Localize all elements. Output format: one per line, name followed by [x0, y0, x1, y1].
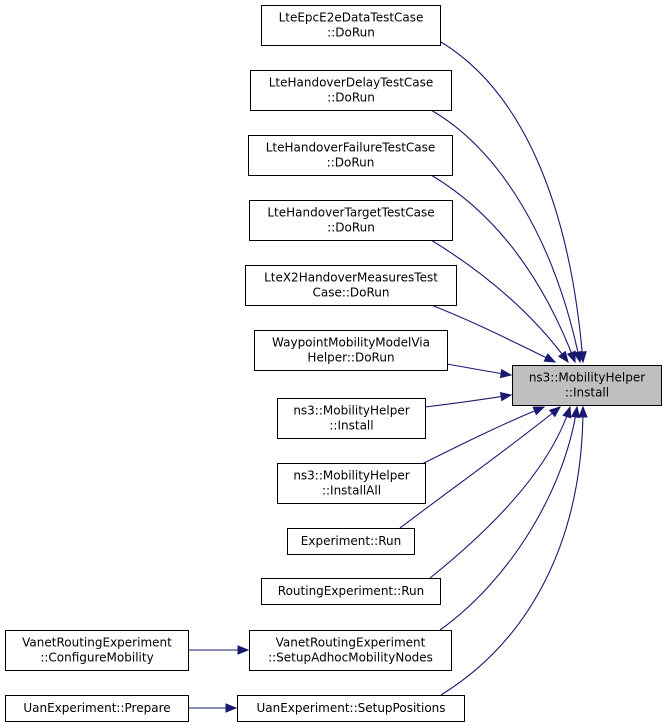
node-label-line: LteHandoverDelayTestCase — [269, 76, 434, 90]
node-label-line: VanetRoutingExperiment — [276, 636, 426, 650]
node-label-line: ::DoRun — [327, 91, 375, 105]
edge-line — [424, 394, 512, 408]
arrowhead-icon — [543, 353, 557, 363]
node-uan-prepare[interactable]: UanExperiment::Prepare — [5, 695, 189, 722]
node-label-line: ns3::MobilityHelper — [293, 469, 409, 483]
arrowhead-icon — [578, 405, 588, 418]
edge-line — [429, 406, 571, 579]
arrowhead-icon — [225, 703, 238, 713]
node-label-line: ::DoRun — [327, 221, 375, 235]
node-box — [245, 265, 457, 306]
edge-lte-x2-measures — [430, 304, 557, 363]
node-label-line: UanExperiment::Prepare — [23, 701, 170, 715]
node-mobility-installall[interactable]: ns3::MobilityHelper::InstallAll — [277, 463, 426, 504]
edge-line — [430, 109, 581, 363]
arrowhead-icon — [566, 350, 576, 364]
edge-uan-setup — [440, 405, 588, 696]
node-label-line: ::SetupAdhocMobilityNodes — [268, 651, 433, 665]
node-box — [512, 365, 662, 406]
node-box — [250, 70, 452, 111]
node-uan-setup[interactable]: UanExperiment::SetupPositions — [237, 695, 465, 722]
arrowhead-icon — [532, 406, 546, 416]
edge-experiment-run — [399, 406, 562, 529]
node-box — [277, 463, 426, 504]
edge-mobility-installall — [419, 406, 546, 466]
node-lte-ho-target[interactable]: LteHandoverTargetTestCase::DoRun — [249, 200, 453, 241]
node-label-line: LteHandoverTargetTestCase — [267, 206, 434, 220]
edges-layer — [188, 41, 588, 713]
node-lte-epc-e2e[interactable]: LteEpcE2eDataTestCase::DoRun — [261, 5, 441, 46]
node-vanet-setup[interactable]: VanetRoutingExperiment::SetupAdhocMobili… — [249, 630, 452, 671]
arrowhead-icon — [548, 406, 562, 418]
node-label-line: Helper::DoRun — [307, 351, 394, 365]
node-box — [261, 5, 441, 46]
edge-line — [439, 406, 578, 631]
arrowhead-icon — [499, 391, 513, 402]
node-routing-run[interactable]: RoutingExperiment::Run — [261, 578, 441, 605]
node-box — [249, 200, 453, 241]
arrowhead-icon — [573, 350, 583, 364]
node-lte-ho-failure[interactable]: LteHandoverFailureTestCase::DoRun — [248, 135, 453, 176]
node-label-line: ns3::MobilityHelper — [529, 371, 645, 385]
node-label-line: LteHandoverFailureTestCase — [266, 141, 436, 155]
edge-uan-prepare — [188, 703, 238, 713]
node-label-line: LteEpcE2eDataTestCase — [279, 11, 424, 25]
node-label-line: WaypointMobilityModelVia — [272, 336, 430, 350]
node-label-line: ::Install — [329, 419, 373, 433]
node-label-line: UanExperiment::SetupPositions — [256, 701, 445, 715]
node-vanet-configure[interactable]: VanetRoutingExperiment::ConfigureMobilit… — [5, 630, 189, 671]
node-label-line: ns3::MobilityHelper — [293, 404, 409, 418]
arrowhead-icon — [562, 405, 572, 419]
node-label-line: Experiment::Run — [301, 534, 401, 548]
node-lte-ho-delay[interactable]: LteHandoverDelayTestCase::DoRun — [250, 70, 452, 111]
node-box — [5, 695, 189, 722]
node-box — [237, 695, 465, 722]
node-label-line: LteX2HandoverMeasuresTest — [264, 271, 438, 285]
node-box — [5, 630, 189, 671]
edge-line — [440, 41, 584, 363]
nodes-layer: ns3::MobilityHelper::Install LteEpcE2eDat… — [5, 5, 662, 722]
node-label-line: RoutingExperiment::Run — [278, 584, 424, 598]
node-install-target[interactable]: ns3::MobilityHelper::Install — [512, 365, 662, 406]
node-box — [261, 578, 441, 605]
node-label-line: ::InstallAll — [322, 484, 381, 498]
arrowhead-icon — [237, 645, 250, 655]
node-box — [248, 135, 453, 176]
node-box — [249, 630, 452, 671]
edge-mobility-install — [424, 391, 513, 408]
node-box — [287, 528, 415, 555]
node-label-line: Case::DoRun — [312, 286, 389, 300]
edge-lte-ho-failure — [430, 174, 576, 364]
edge-vanet-configure — [188, 645, 250, 655]
edge-lte-ho-delay — [430, 109, 583, 364]
node-label-line: VanetRoutingExperiment — [22, 636, 172, 650]
edge-line — [430, 174, 576, 363]
edge-lte-ho-target — [430, 239, 569, 364]
node-box — [254, 330, 448, 371]
node-label-line: ::Install — [565, 386, 609, 400]
node-label-line: ::DoRun — [327, 156, 375, 170]
node-mobility-install[interactable]: ns3::MobilityHelper::Install — [277, 398, 426, 439]
edge-routing-run — [429, 405, 572, 579]
arrowhead-icon — [570, 405, 581, 419]
arrowhead-icon — [499, 368, 513, 379]
edge-line — [419, 406, 545, 466]
node-experiment-run[interactable]: Experiment::Run — [287, 528, 415, 555]
edge-waypoint-helper — [446, 363, 513, 379]
node-label-line: ::DoRun — [327, 26, 375, 40]
arrowhead-icon — [557, 350, 569, 364]
edge-lte-epc-e2e — [440, 41, 587, 364]
edge-line — [440, 406, 584, 696]
edge-line — [430, 239, 569, 363]
edge-line — [399, 406, 561, 529]
node-box — [277, 398, 426, 439]
edge-vanet-setup — [439, 405, 581, 631]
edge-line — [430, 304, 556, 363]
node-label-line: ::ConfigureMobility — [40, 651, 153, 665]
